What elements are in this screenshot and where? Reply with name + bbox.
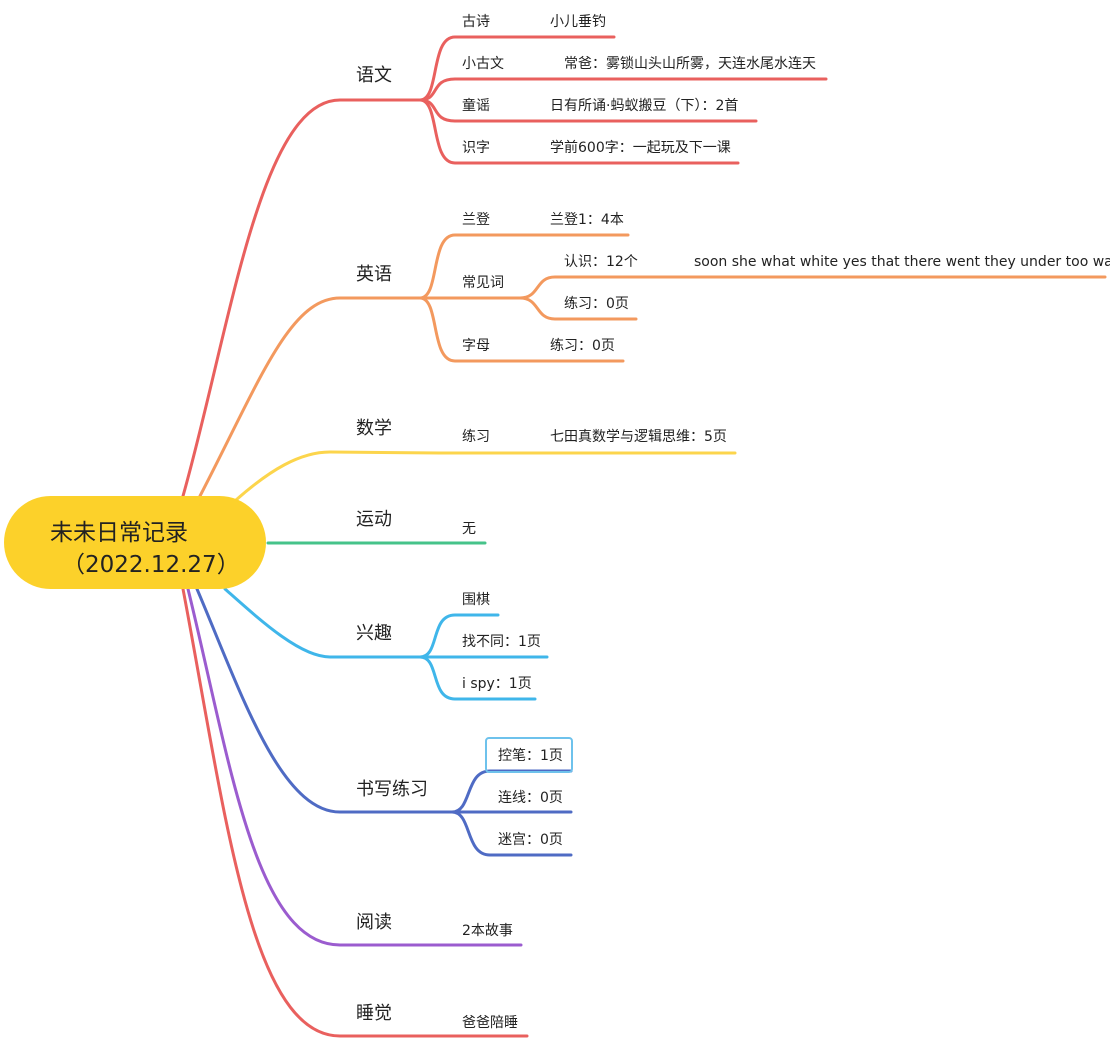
detail-alphabet[interactable]: 练习：0页 [550,338,615,354]
topic-math-practice[interactable]: 练习 [462,429,490,445]
connector-poetry [418,35,542,102]
connector-reading [186,587,442,947]
detail-classical-text[interactable]: 常爸：雾锁山头山所雾，天连水尾水连天 [564,56,816,72]
detail-nursery-rhyme[interactable]: 日有所诵·蚂蚁搬豆（下）：2首 [550,98,739,114]
branch-math[interactable]: 数学 [356,418,392,439]
branch-interests[interactable]: 兴趣 [356,623,392,644]
branch-sports[interactable]: 运动 [356,509,392,530]
topic-literacy[interactable]: 识字 [462,140,490,156]
connector-english [198,296,422,498]
root-date: （2022.12.27） [62,552,240,578]
interest-go[interactable]: 围棋 [462,592,490,608]
detail-poetry[interactable]: 小儿垂钓 [550,14,606,30]
writing-maze[interactable]: 迷宫：0页 [498,832,563,848]
connector-interests [223,587,422,659]
connector-classical-text [418,77,556,102]
detail-sleep[interactable]: 爸爸陪睡 [462,1015,518,1031]
connector-math [234,450,442,502]
connector-alphabet [418,296,542,363]
topic-alphabet[interactable]: 字母 [462,338,490,354]
selection-highlight [485,737,573,773]
root-title: 未未日常记录 [50,520,188,546]
connector-maze [450,810,573,857]
connector-sleep [181,587,442,1038]
topic-random-house[interactable]: 兰登 [462,212,490,228]
interest-spot-difference[interactable]: 找不同：1页 [462,634,541,650]
connector-sight-known [518,275,686,300]
interest-i-spy[interactable]: i spy：1页 [462,676,532,692]
connector-writing [195,587,454,814]
root-node[interactable] [4,496,266,589]
topic-nursery-rhyme[interactable]: 童谣 [462,98,490,114]
detail-random-house[interactable]: 兰登1：4本 [550,212,624,228]
connector-go [418,613,500,659]
writing-pen-control[interactable]: 控笔：1页 [498,748,563,764]
detail-math-practice[interactable]: 七田真数学与逻辑思维：5页 [550,429,727,445]
detail-reading[interactable]: 2本故事 [462,923,513,939]
branch-writing[interactable]: 书写练习 [356,779,428,800]
branch-reading[interactable]: 阅读 [356,912,392,933]
writing-connect-lines[interactable]: 连线：0页 [498,790,563,806]
sight-words-list[interactable]: soon she what white yes that there went … [694,254,1110,270]
detail-literacy[interactable]: 学前600字：一起玩及下一课 [550,140,731,156]
branch-sleep[interactable]: 睡觉 [356,1003,392,1024]
topic-sight-words[interactable]: 常见词 [462,275,504,291]
topic-classical-text[interactable]: 小古文 [462,56,504,72]
topic-poetry[interactable]: 古诗 [462,14,490,30]
connector-literacy [418,98,542,165]
connector-random-house [418,233,542,300]
connector-i-spy [418,655,537,701]
detail-sight-words-known[interactable]: 认识：12个 [564,254,638,270]
detail-sight-words-practice[interactable]: 练习：0页 [564,296,629,312]
detail-sports[interactable]: 无 [462,521,476,537]
connector-sight-practice [518,296,638,321]
branch-english[interactable]: 英语 [356,264,392,285]
connector-chinese [181,98,422,498]
branch-chinese[interactable]: 语文 [356,65,392,86]
